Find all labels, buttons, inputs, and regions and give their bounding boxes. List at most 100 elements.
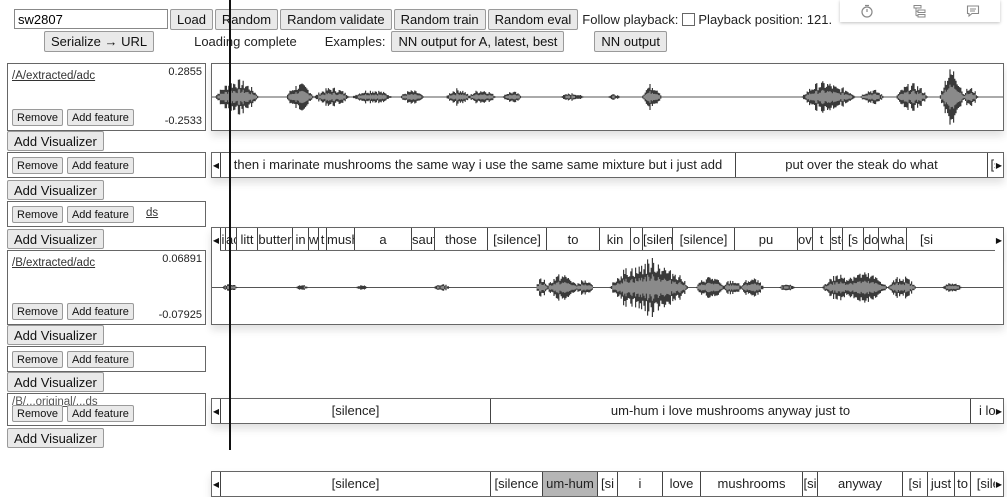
scroll-left-arrow[interactable]: ◀ (212, 472, 220, 496)
remove-button[interactable]: Remove (12, 405, 63, 422)
add-feature-button[interactable]: Add feature (66, 109, 134, 126)
transcript-segment[interactable]: um-hum i love mushrooms anyway just to (490, 399, 970, 423)
add-visualizer-button[interactable]: Add Visualizer (7, 428, 104, 448)
transcript-segment[interactable]: love (662, 472, 700, 496)
transcript-segment[interactable]: in (292, 228, 308, 252)
remove-button[interactable]: Remove (12, 351, 63, 368)
transcript-segment[interactable]: w (308, 228, 318, 252)
timer-icon[interactable] (856, 2, 878, 20)
serialize-url-button[interactable]: Serialize → URL (44, 30, 155, 52)
tree-icon[interactable] (909, 2, 931, 20)
scroll-right-arrow[interactable]: ▶ (995, 399, 1003, 423)
random-validate-button[interactable]: Random validate (280, 8, 392, 30)
conversation-input[interactable] (14, 9, 168, 29)
waveform-panel-a[interactable] (211, 63, 1004, 131)
scroll-left-arrow[interactable]: ◀ (212, 153, 220, 177)
nn-output-button[interactable]: NN output (594, 30, 667, 52)
transcript-segment[interactable]: [si (906, 228, 946, 252)
transcript-segment[interactable]: t (318, 228, 326, 252)
transcript-segment[interactable]: steak (830, 228, 842, 252)
track-a-utterances[interactable]: ◀then i marinate mushrooms the same way … (211, 152, 1004, 178)
transcript-segment[interactable]: a (354, 228, 411, 252)
transcript-segment[interactable]: mushroom (326, 228, 354, 252)
add-feature-button[interactable]: Add feature (66, 405, 134, 422)
add-feature-button[interactable]: Add feature (66, 206, 134, 223)
transcript-segment[interactable]: saute (411, 228, 434, 252)
scroll-right-arrow[interactable]: ▶ (995, 153, 1003, 177)
transcript-segment[interactable]: pu (734, 228, 797, 252)
add-visualizer-button[interactable]: Add Visualizer (7, 372, 104, 392)
transcript-segment[interactable]: t (812, 228, 830, 252)
feature-path-link[interactable]: /B/extracted/adc (12, 257, 96, 269)
follow-playback-checkbox[interactable] (682, 12, 696, 26)
add-visualizer-button[interactable]: Add Visualizer (7, 229, 104, 249)
transcript-segment[interactable]: to (954, 472, 970, 496)
transcript-segment[interactable]: [silence] (642, 228, 672, 252)
transcript-segment[interactable]: anyway (817, 472, 902, 496)
transcript-segment[interactable]: [s (842, 228, 863, 252)
status-text: Loading complete (194, 33, 297, 49)
comment-icon[interactable] (962, 2, 984, 20)
transcript-segment[interactable]: wha (878, 228, 906, 252)
remove-button[interactable]: Remove (12, 157, 63, 174)
add-feature-button[interactable]: Add feature (66, 303, 134, 320)
visualizer-controls-b-adc: /B/extracted/adc 0.06891 -0.07925 Remove… (7, 250, 206, 325)
add-visualizer-button[interactable]: Add Visualizer (7, 325, 104, 345)
transcript-segment[interactable]: mushrooms (700, 472, 802, 496)
transcript-segment[interactable]: do (863, 228, 878, 252)
transcript-segment[interactable]: just (927, 472, 954, 496)
scroll-right-arrow[interactable]: ▶ (995, 472, 1003, 496)
add-feature-button[interactable]: Add feature (66, 157, 134, 174)
transcript-segment[interactable]: [silence] (220, 472, 490, 496)
transcript-segment[interactable]: ove (797, 228, 812, 252)
transcript-segment[interactable]: butter (257, 228, 292, 252)
transcript-segment[interactable]: those (434, 228, 487, 252)
waveform-panel-b[interactable] (211, 250, 1004, 325)
playback-position-label: Playback position: 121. (698, 11, 833, 27)
feature-path-link[interactable]: ds (146, 207, 159, 219)
example-nn-output-button[interactable]: NN output for A, latest, best (391, 30, 565, 52)
transcript-segment[interactable]: [si (597, 472, 617, 496)
follow-playback-label: Follow playback: (582, 11, 679, 27)
transcript-segment[interactable]: um-hum (542, 472, 597, 496)
feature-path-link[interactable]: /A/extracted/adc (12, 70, 96, 82)
random-button[interactable]: Random (214, 8, 279, 30)
transcript-segment[interactable]: [silence] (487, 228, 546, 252)
remove-button[interactable]: Remove (12, 109, 63, 126)
transcript-segment[interactable]: litt (236, 228, 257, 252)
range-max: 0.06891 (162, 253, 202, 265)
track-a-words[interactable]: ◀iaclittbutterinwtmushroomasautethose[si… (211, 227, 1004, 253)
transcript-segment[interactable]: kin (599, 228, 630, 252)
transcript-segment[interactable]: [si (802, 472, 817, 496)
transcript-segment[interactable]: i (220, 228, 225, 252)
scroll-right-arrow[interactable]: ▶ (995, 228, 1003, 252)
track-b-utterances[interactable]: ◀[silence]um-hum i love mushrooms anyway… (211, 398, 1004, 424)
transcript-segment[interactable]: o (630, 228, 642, 252)
load-button[interactable]: Load (170, 8, 213, 30)
transcript-segment[interactable]: [silence (490, 472, 542, 496)
add-feature-button[interactable]: Add feature (66, 351, 134, 368)
scroll-left-arrow[interactable]: ◀ (212, 228, 220, 252)
random-train-button[interactable]: Random train (393, 8, 486, 30)
add-visualizer-button[interactable]: Add Visualizer (7, 131, 104, 151)
remove-button[interactable]: Remove (12, 206, 63, 223)
remove-button[interactable]: Remove (12, 303, 63, 320)
waveform-b (212, 258, 1003, 317)
scroll-left-arrow[interactable]: ◀ (212, 399, 220, 423)
playback-cursor[interactable] (229, 0, 231, 450)
transcript-segment[interactable]: [silence] (672, 228, 734, 252)
transcript-segment[interactable]: to (546, 228, 599, 252)
transcript-segment[interactable]: ac (225, 228, 236, 252)
random-eval-button[interactable]: Random eval (487, 8, 579, 30)
transcript-segment[interactable]: then i marinate mushrooms the same way i… (220, 153, 735, 177)
add-visualizer-button[interactable]: Add Visualizer (7, 180, 104, 200)
transcript-segment[interactable]: i (617, 472, 662, 496)
transcript-segment[interactable]: [silence] (220, 399, 490, 423)
waveform-envelope (217, 84, 976, 110)
transcript-segment[interactable]: [si (902, 472, 927, 496)
transcript-segment[interactable]: put over the steak do what (735, 153, 987, 177)
